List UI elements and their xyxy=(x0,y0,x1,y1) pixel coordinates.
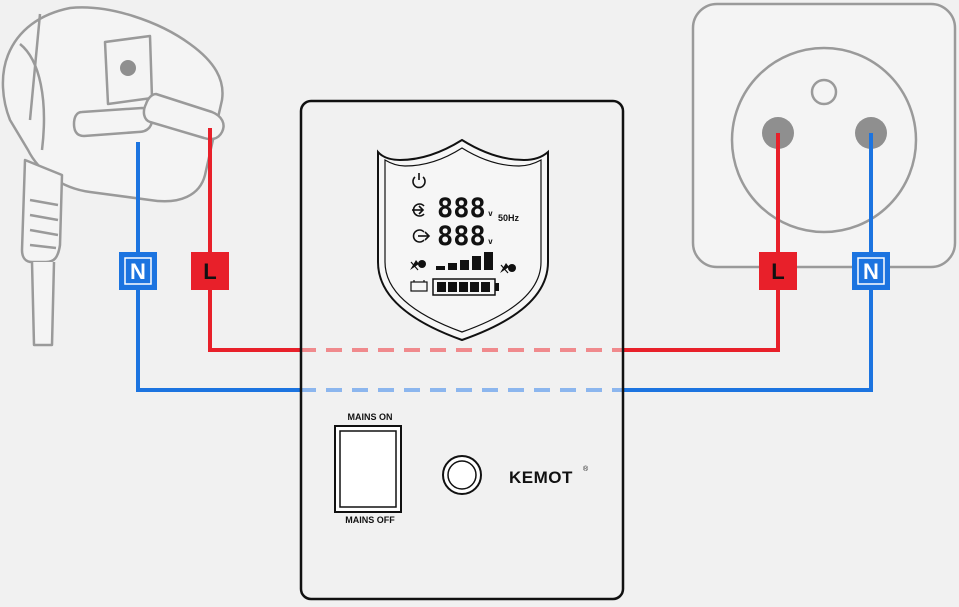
signal-bars-icon xyxy=(436,252,493,270)
plug-neutral-label: N xyxy=(130,259,146,284)
brand-logo: KEMOT xyxy=(509,468,573,487)
power-icon xyxy=(412,173,426,189)
socket-recess xyxy=(730,46,918,234)
display-shield xyxy=(377,138,549,342)
battery-icon xyxy=(410,280,428,292)
wire-neutral-input xyxy=(136,142,300,392)
switch-on-label: MAINS ON xyxy=(348,412,393,422)
mains-switch[interactable] xyxy=(334,425,402,513)
badge-socket-live: L xyxy=(759,252,797,290)
badge-socket-neutral: N xyxy=(852,252,890,290)
plug-cable xyxy=(30,261,56,347)
frequency-label: 50Hz xyxy=(498,213,520,223)
socket-live-label: L xyxy=(771,259,784,284)
badge-plug-live: L xyxy=(191,252,229,290)
voltage-stabilizer: 888 v 50Hz 888 v xyxy=(299,99,625,601)
wire-live-output xyxy=(623,133,780,352)
input-icon xyxy=(412,203,425,217)
plug-live-label: L xyxy=(203,259,216,284)
plug-pin-live xyxy=(142,92,225,141)
output-icon xyxy=(412,229,431,243)
plug-grip-lines xyxy=(29,198,59,250)
badge-plug-neutral: N xyxy=(119,252,157,290)
plug-earth-contact-icon xyxy=(120,60,136,76)
input-voltage-unit: v xyxy=(488,209,493,218)
reset-button[interactable] xyxy=(442,455,482,495)
device-body xyxy=(299,99,625,601)
wires xyxy=(136,128,873,392)
output-voltage-readout: 888 xyxy=(437,221,486,252)
socket-neutral-label: N xyxy=(863,259,879,284)
plug-pin-neutral xyxy=(72,106,154,138)
wall-socket xyxy=(691,2,957,269)
switch-off-label: MAINS OFF xyxy=(345,515,395,525)
wire-live-input xyxy=(208,128,300,352)
display-frame xyxy=(384,147,542,333)
load-icon-right xyxy=(500,263,516,274)
battery-level-icon xyxy=(432,278,499,296)
load-icon xyxy=(410,260,426,271)
brand-registered-mark: ® xyxy=(583,465,589,473)
power-plug xyxy=(1,6,225,347)
wire-neutral-output xyxy=(623,133,873,392)
plug-edge xyxy=(19,43,46,151)
earth-pin-icon xyxy=(810,78,838,106)
output-voltage-unit: v xyxy=(488,237,493,246)
input-voltage-readout: 888 xyxy=(437,193,486,224)
